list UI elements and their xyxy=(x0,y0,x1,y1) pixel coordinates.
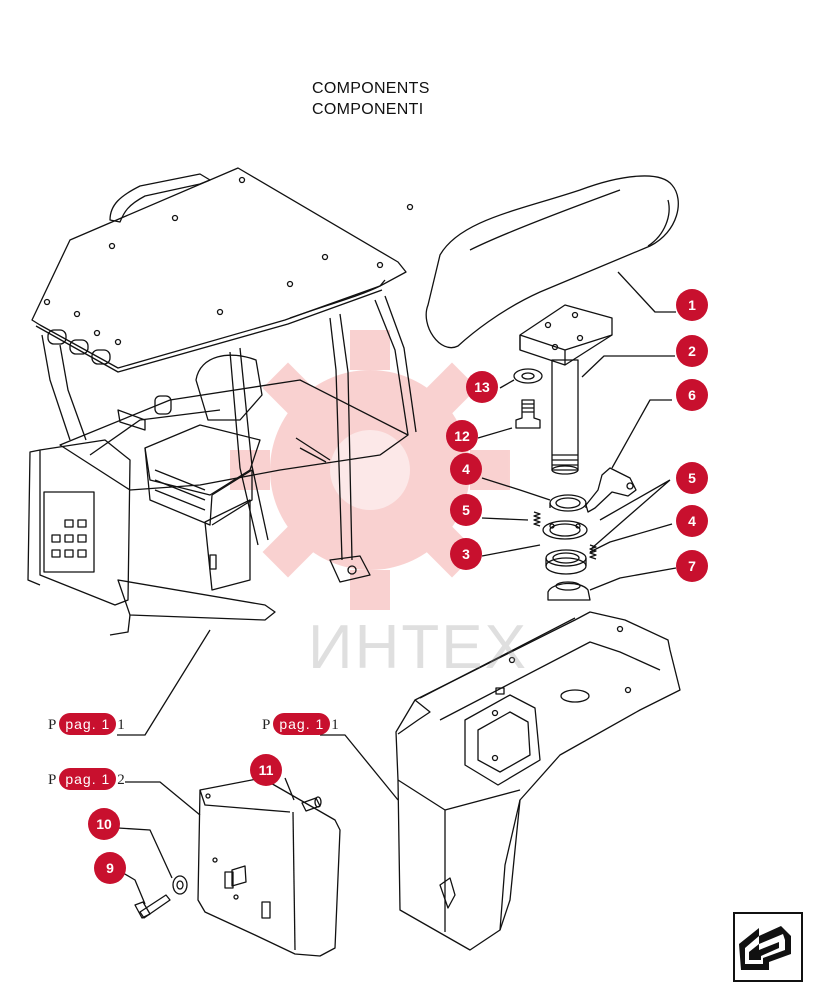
page-ref-link[interactable]: pag. 1 xyxy=(273,713,331,735)
callout-5-left[interactable]: 5 xyxy=(450,494,482,526)
callout-13[interactable]: 13 xyxy=(466,371,498,403)
callout-3[interactable]: 3 xyxy=(450,538,482,570)
page-ref-link[interactable]: pag. 1 xyxy=(59,713,117,735)
callout-4-upper[interactable]: 4 xyxy=(450,453,482,485)
page-ref-suffix: 2 xyxy=(117,772,126,788)
armrest-bracket xyxy=(519,304,613,475)
page-title-it: COMPONENTI xyxy=(312,101,424,118)
page-ref-link[interactable]: pag. 1 xyxy=(59,768,117,790)
page-ref-prefix: P xyxy=(48,717,58,733)
callout-7[interactable]: 7 xyxy=(676,550,708,582)
page-ref-prefix: P xyxy=(262,717,272,733)
next-page-button[interactable] xyxy=(733,912,803,982)
page-title-en: COMPONENTS xyxy=(312,80,430,97)
callout-2[interactable]: 2 xyxy=(676,335,708,367)
callout-9[interactable]: 9 xyxy=(94,852,126,884)
page-ref-suffix: 1 xyxy=(331,717,340,733)
side-panel xyxy=(197,777,341,957)
watermark-text: ИНТЕХ xyxy=(308,613,528,682)
next-page-arrow-icon xyxy=(739,926,791,970)
callout-10[interactable]: 10 xyxy=(88,808,120,840)
console-housing xyxy=(395,611,681,951)
callout-12[interactable]: 12 xyxy=(446,420,478,452)
callout-6[interactable]: 6 xyxy=(676,379,708,411)
callout-5-right[interactable]: 5 xyxy=(676,462,708,494)
callout-4-lower[interactable]: 4 xyxy=(676,505,708,537)
page-ref-prefix: P xyxy=(48,772,58,788)
page-ref-suffix: 1 xyxy=(117,717,126,733)
callout-1[interactable]: 1 xyxy=(676,289,708,321)
callout-11[interactable]: 11 xyxy=(250,754,282,786)
armrest-pad xyxy=(425,175,679,349)
cab-assembly xyxy=(27,167,417,636)
